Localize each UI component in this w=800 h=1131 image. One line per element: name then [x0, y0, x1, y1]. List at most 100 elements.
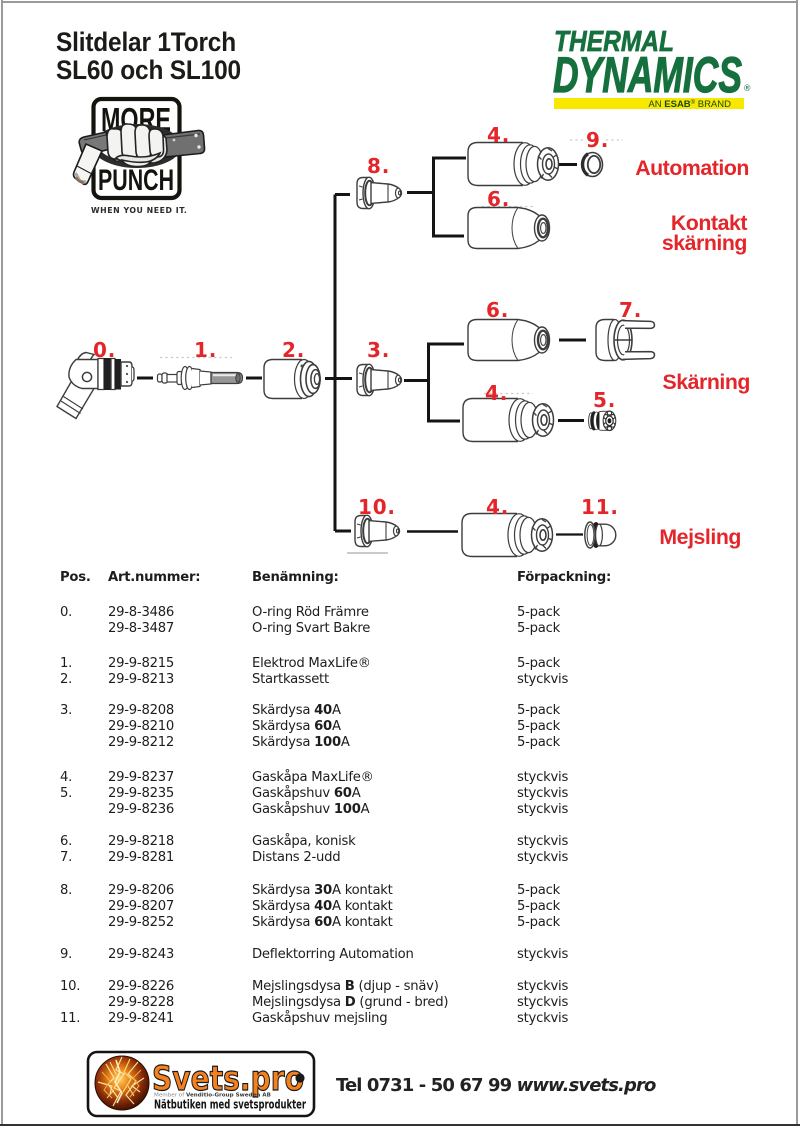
table-row: 29-9-8236 Gaskåpshuv 100A styckvis [0, 802, 700, 818]
header-pack: Förpackning: [517, 570, 611, 585]
cell-art-number: 29-9-8206 [108, 883, 174, 898]
table-header-row: Pos. Art.nummer: Benämning: Förpackning: [0, 570, 700, 586]
page-edge-left [1, 0, 3, 1126]
dynamics-text: DYNAMICS [553, 47, 742, 103]
cell-art-number: 29-9-8228 [108, 995, 174, 1010]
cell-art-number: 29-9-8208 [108, 703, 174, 718]
cell-benamning: Skärdysa 40A [252, 703, 341, 718]
label-part-5: 5. [593, 388, 617, 412]
cell-art-number: 29-9-8243 [108, 947, 174, 962]
cell-pos: 3. [60, 703, 73, 718]
cell-art-number: 29-9-8236 [108, 802, 174, 817]
cell-benamning: Mejslingsdysa D (grund - bred) [252, 995, 449, 1010]
header-ben: Benämning: [252, 570, 339, 585]
cell-forpackning: 5-pack [517, 719, 560, 734]
cell-art-number: 29-9-8215 [108, 656, 174, 671]
header-pos: Pos. [60, 570, 91, 585]
cell-forpackning: styckvis [517, 802, 569, 817]
label-part-7: 7. [619, 298, 643, 322]
cell-forpackning: styckvis [517, 947, 569, 962]
cell-benamning: Skärdysa 100A [252, 735, 350, 750]
part-2-start-cartridge [263, 358, 321, 400]
cell-forpackning: 5-pack [517, 735, 560, 750]
part-5-shield-cap [587, 410, 617, 432]
line-bracket-mid [427, 342, 464, 423]
cell-benamning: Mejslingsdysa B (djup - snäv) [252, 979, 439, 994]
part-8-contact-tip [356, 176, 403, 210]
part-0-torch-head [56, 351, 135, 420]
table-row: 29-9-8228 Mejslingsdysa D (grund - bred) s… [0, 995, 700, 1011]
label-part-8: 8. [367, 154, 391, 178]
cell-forpackning: styckvis [517, 770, 569, 785]
label-part-4-mejsling: 4. [486, 495, 510, 519]
parts-diagram [56, 139, 656, 558]
cell-art-number: 29-9-8207 [108, 899, 174, 914]
svetspro-logo: Svets.pro Member of Venditio-Group Swede… [86, 1050, 316, 1118]
cell-forpackning: 5-pack [517, 915, 560, 930]
cell-forpackning: styckvis [517, 834, 569, 849]
cell-benamning: Gaskåpshuv 100A [252, 802, 370, 817]
category-mejsling: Mejsling [659, 525, 741, 549]
cell-pos: 0. [60, 605, 73, 620]
cell-forpackning: 5-pack [517, 703, 560, 718]
cell-forpackning: 5-pack [517, 899, 560, 914]
cell-pos: 1. [60, 656, 73, 671]
cell-benamning: Skärdysa 60A kontakt [252, 915, 393, 930]
page-edge-top [1, 1, 798, 3]
cell-benamning: Startkassett [252, 672, 329, 687]
cell-pos: 6. [60, 834, 73, 849]
svetspro-subtitle: Nätbutiken med svetsprodukter [154, 1097, 307, 1112]
part-6-conical-cap [466, 318, 551, 362]
fist-graphic [106, 123, 168, 168]
label-part-4-skarning: 4. [485, 381, 509, 405]
part-4-gas-cap-skarning [462, 397, 555, 443]
cell-forpackning: styckvis [517, 979, 569, 994]
cell-benamning: Gaskåpa MaxLife® [252, 770, 374, 785]
cell-forpackning: 5-pack [517, 883, 560, 898]
cell-benamning: Gaskåpshuv mejsling [252, 1011, 388, 1026]
label-part-0: 0. [93, 338, 117, 362]
footer-contact: Tel 0731 - 50 67 99 www.svets.pro [336, 1075, 657, 1096]
cell-forpackning: styckvis [517, 995, 569, 1010]
cell-pos: 10. [60, 979, 81, 994]
cell-benamning: Distans 2-udd [252, 850, 341, 865]
page-edge-bottom [0, 1124, 800, 1126]
cell-forpackning: styckvis [517, 672, 569, 687]
label-part-1: 1. [194, 338, 218, 362]
esab-brand-text: AN ESAB® BRAND [648, 99, 731, 110]
scan-artifacts [160, 139, 623, 395]
cell-pos: 4. [60, 770, 73, 785]
thermal-dynamics-logo: THERMAL DYNAMICS ® AN ESAB® BRAND [552, 26, 751, 110]
cell-pos: 8. [60, 883, 73, 898]
svetspro-dot [295, 1073, 305, 1083]
lightning-strokes [97, 1056, 145, 1107]
footer-website: www.svets.pro [516, 1075, 657, 1096]
label-part-4-automation: 4. [487, 123, 511, 147]
label-part-6: 6. [486, 298, 510, 322]
label-part-6-kontakt: 6. [487, 187, 511, 211]
cell-art-number: 29-9-8218 [108, 834, 174, 849]
esab-bar [554, 98, 744, 109]
cell-benamning: O-ring Röd Främre [252, 605, 369, 620]
label-part-9: 9. [586, 128, 610, 152]
cell-forpackning: styckvis [517, 1011, 569, 1026]
cell-pos: 7. [60, 850, 73, 865]
more-punch-tagline: WHEN YOU NEED IT. [91, 206, 188, 215]
line-bracket-top [432, 156, 466, 238]
cell-benamning: Deflektorring Automation [252, 947, 414, 962]
cell-art-number: 29-9-8213 [108, 672, 174, 687]
label-part-10: 10. [358, 495, 396, 519]
cell-forpackning: 5-pack [517, 605, 560, 620]
category-automation: Automation [635, 156, 749, 180]
